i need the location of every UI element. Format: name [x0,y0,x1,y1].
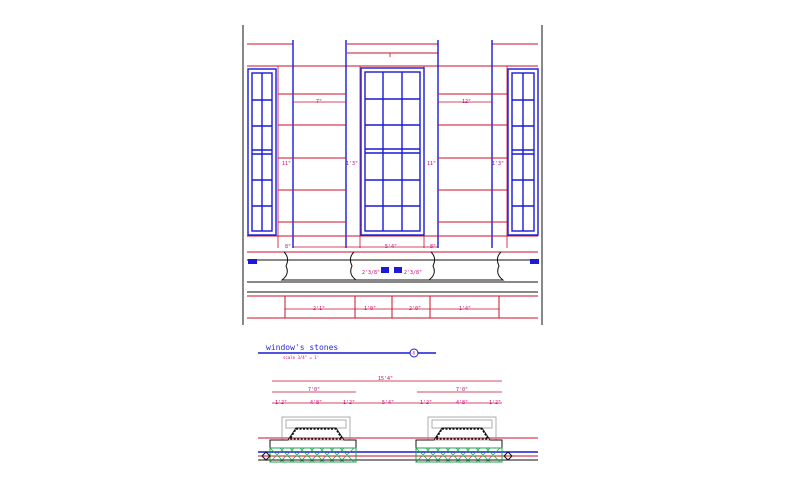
elevation-view: 7" 12" 11" 1'3" 11" 1'3" 8" 5'4" 8" 2'3/… [242,25,543,325]
dim-bottom-4: 1'4" [459,306,471,312]
plan-seg-7: 1'2" [489,400,501,406]
stone-courses [247,93,538,237]
right-window [507,68,539,236]
sill-marker-center-1 [381,267,389,273]
plan-seg-3: 1'2" [343,400,355,406]
dim-mid-left-1: 11" [282,161,291,167]
plan-sill-left [261,416,357,463]
plan-seg-6: 4'8" [456,400,468,406]
pier-lines [277,40,508,248]
caption: window's stones scale 3/4" = 1' 8 [258,343,436,360]
elevation-dimensions: 7" 12" 11" 1'3" 11" 1'3" 8" 5'4" 8" 2'3/… [282,99,504,312]
dim-sill-left: 2'3/8" [362,270,380,276]
plan-sill-right [415,416,513,463]
dim-base-center: 5'4" [385,244,397,250]
dim-bottom-3: 2'0" [409,306,421,312]
sill-marker-left [248,259,257,264]
dim-sill-right: 2'3/8" [404,270,422,276]
plan-view: 15'4" 7'0" 7'0" 1'2" 4'8" 1'2" 5'4" 1'2"… [258,376,538,463]
caption-marker: 8 [413,351,416,356]
dim-pier-right-width: 12" [462,99,471,105]
caption-title: window's stones [266,343,338,352]
sill-marker-center-2 [394,267,402,273]
center-window [360,67,425,236]
dim-base-right: 8" [430,244,436,250]
caption-marker-circle [409,348,419,358]
dim-mid-left-2: 1'3" [346,161,358,167]
dim-mid-right-2: 1'3" [492,161,504,167]
plan-overall: 15'4" [378,376,393,382]
dim-bottom-2: 1'0" [364,306,376,312]
dim-base-left: 8" [285,244,291,250]
plan-seg-5: 1'2" [420,400,432,406]
dim-mid-right-1: 11" [427,161,436,167]
plan-seg-2: 4'8" [310,400,322,406]
plan-right-group: 7'0" [456,387,468,393]
plan-seg-1: 1'2" [275,400,287,406]
dim-pier-left-width: 7" [316,99,322,105]
plan-seg-4: 5'4" [382,400,394,406]
caption-scale: scale 3/4" = 1' [283,355,319,360]
plan-left-group: 7'0" [308,387,320,393]
left-window [247,68,277,236]
header-band [247,43,538,67]
sill-marker-right [530,259,539,264]
dim-bottom-1: 2'1" [313,306,325,312]
sill-stones [247,251,539,319]
